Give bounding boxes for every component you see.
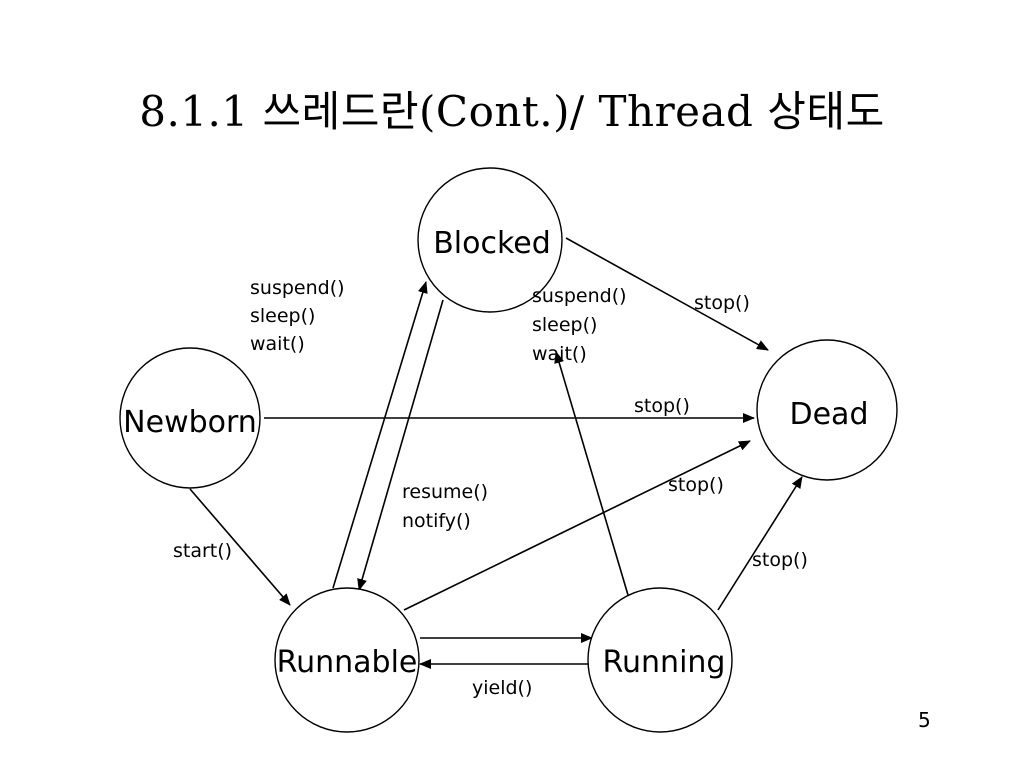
node-dead: Dead	[756, 339, 898, 481]
edge-label-line: sleep()	[250, 305, 315, 327]
label-blocked-to-dead: stop()	[694, 292, 750, 314]
node-running-label: Running	[603, 645, 726, 680]
label-running-to-runnable: yield()	[472, 677, 532, 699]
page-number: 5	[918, 708, 931, 732]
slide-title: 8.1.1 쓰레드란(Cont.)/ Thread 상태도	[139, 87, 885, 136]
edge-label-line: suspend()	[250, 277, 345, 299]
node-dead-label: Dead	[790, 397, 869, 432]
edge-running-to-blocked	[554, 351, 629, 596]
edge-label-line: resume()	[402, 481, 488, 503]
label-newborn-to-dead: stop()	[634, 395, 690, 417]
edge-label-line: sleep()	[532, 314, 597, 336]
node-newborn-label: Newborn	[123, 405, 257, 440]
label-running-to-blocked: suspend() sleep() wait()	[532, 285, 627, 365]
node-running: Running	[587, 587, 733, 733]
node-runnable-label: Runnable	[277, 645, 418, 680]
edge-label-line: notify()	[402, 510, 471, 532]
edge-running-to-dead	[717, 476, 803, 611]
edge-newborn-to-runnable	[189, 488, 291, 606]
node-newborn: Newborn	[119, 347, 261, 489]
label-runnable-to-dead: stop()	[668, 474, 724, 496]
edge-blocked-to-runnable	[357, 299, 444, 591]
label-blocked-to-runnable: resume() notify()	[402, 481, 488, 532]
label-runnable-to-blocked: suspend() sleep() wait()	[250, 277, 345, 355]
node-blocked-label: Blocked	[433, 226, 551, 261]
edge-label-line: wait()	[250, 333, 305, 355]
node-runnable: Runnable	[274, 587, 420, 733]
edge-label-line: wait()	[532, 343, 587, 365]
label-running-to-dead: stop()	[752, 549, 808, 571]
label-newborn-to-runnable: start()	[173, 540, 232, 562]
edge-blocked-to-dead	[565, 237, 769, 351]
edge-runnable-to-blocked	[332, 281, 428, 589]
edge-label-line: suspend()	[532, 285, 627, 307]
edge-runnable-to-dead	[403, 440, 751, 611]
node-blocked: Blocked	[417, 167, 563, 313]
